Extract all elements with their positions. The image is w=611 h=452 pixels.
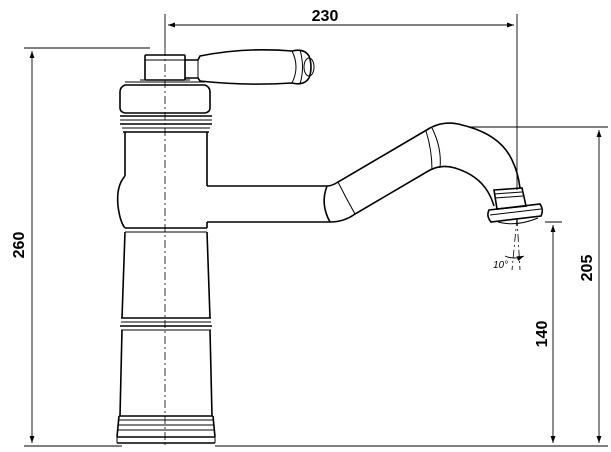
dimension-label-140: 140 xyxy=(534,321,551,348)
dimension-label-205: 205 xyxy=(579,255,596,282)
centre-axes xyxy=(164,48,521,445)
dimension-total-height: 260 xyxy=(11,47,150,447)
faucet-spout xyxy=(207,122,544,225)
dimension-label-260: 260 xyxy=(11,232,28,259)
faucet-body xyxy=(116,48,315,444)
angle-label-10deg: 10° xyxy=(493,260,508,271)
dimension-spout-reach: 230 xyxy=(164,8,518,190)
dimension-label-230: 230 xyxy=(312,8,339,25)
dimension-outlet-height: 140 xyxy=(534,221,562,443)
outlet-angle-annotation: 10° xyxy=(493,255,525,271)
dimension-spout-top-height: 205 xyxy=(215,126,608,447)
